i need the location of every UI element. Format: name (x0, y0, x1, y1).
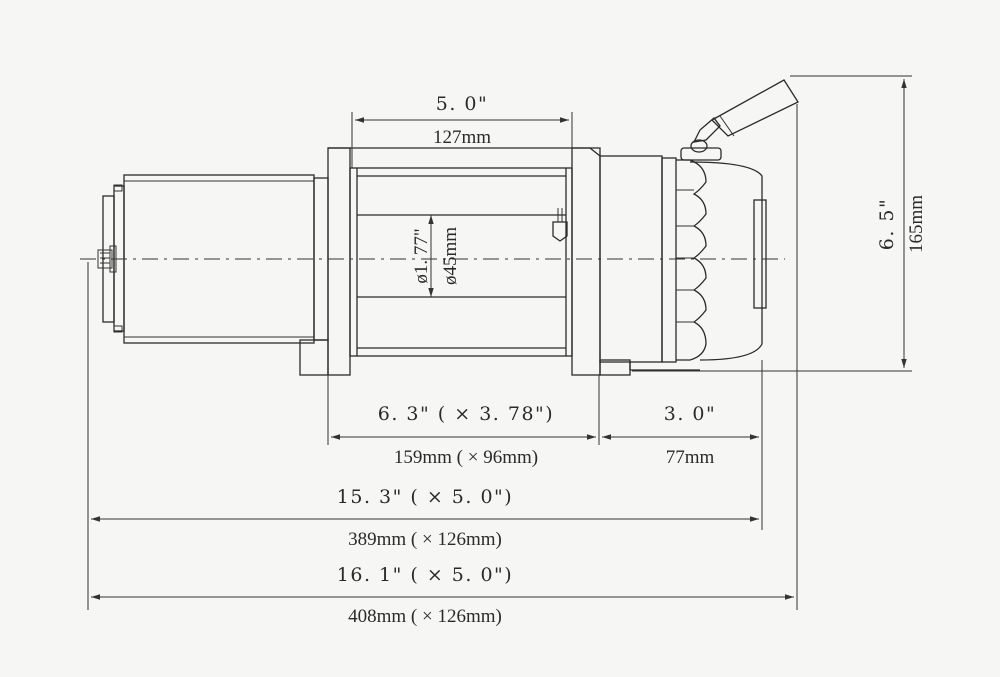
height-mm: 165mm (906, 195, 927, 253)
overall-length-inch: 16. 1" ( × 5. 0") (337, 564, 513, 586)
clutch-lever (680, 79, 799, 161)
extension-lines (87, 104, 798, 610)
body-length-inch: 15. 3" ( × 5. 0") (337, 486, 513, 508)
body-length-dimension: 15. 3" ( × 5. 0") 389mm ( × 126mm) (91, 486, 759, 550)
height-dimension: 6. 5" 165mm (632, 75, 927, 372)
drum-length-dimension: 5. 0" 127mm (351, 93, 573, 168)
drum-diameter-dimension: ø1. 77" ø45mm (411, 215, 461, 297)
drum-diameter-mm: ø45mm (440, 227, 461, 285)
drum (349, 167, 573, 357)
drum-length-inch: 5. 0" (436, 93, 489, 115)
winch-outline (80, 79, 799, 376)
gearbox-dimension: 3. 0" 77mm (602, 403, 759, 468)
bolt-span-dimension: 6. 3" ( × 3. 78") 159mm ( × 96mm) (331, 403, 596, 468)
drum-diameter-inch: ø1. 77" (411, 228, 432, 283)
gearbox-mm: 77mm (666, 447, 715, 468)
right-end-bracket (571, 147, 631, 376)
height-inch: 6. 5" (876, 198, 898, 251)
body-length-mm: 389mm ( × 126mm) (348, 529, 502, 550)
overall-length-dimension: 16. 1" ( × 5. 0") 408mm ( × 126mm) (91, 564, 794, 627)
tie-bar-bolt (552, 208, 568, 242)
gearbox (599, 155, 767, 371)
bolt-span-inch: 6. 3" ( × 3. 78") (378, 403, 554, 425)
overall-length-mm: 408mm ( × 126mm) (348, 606, 502, 627)
drum-length-mm: 127mm (433, 127, 491, 148)
gearbox-inch: 3. 0" (664, 403, 717, 425)
bolt-span-mm: 159mm ( × 96mm) (394, 447, 538, 468)
